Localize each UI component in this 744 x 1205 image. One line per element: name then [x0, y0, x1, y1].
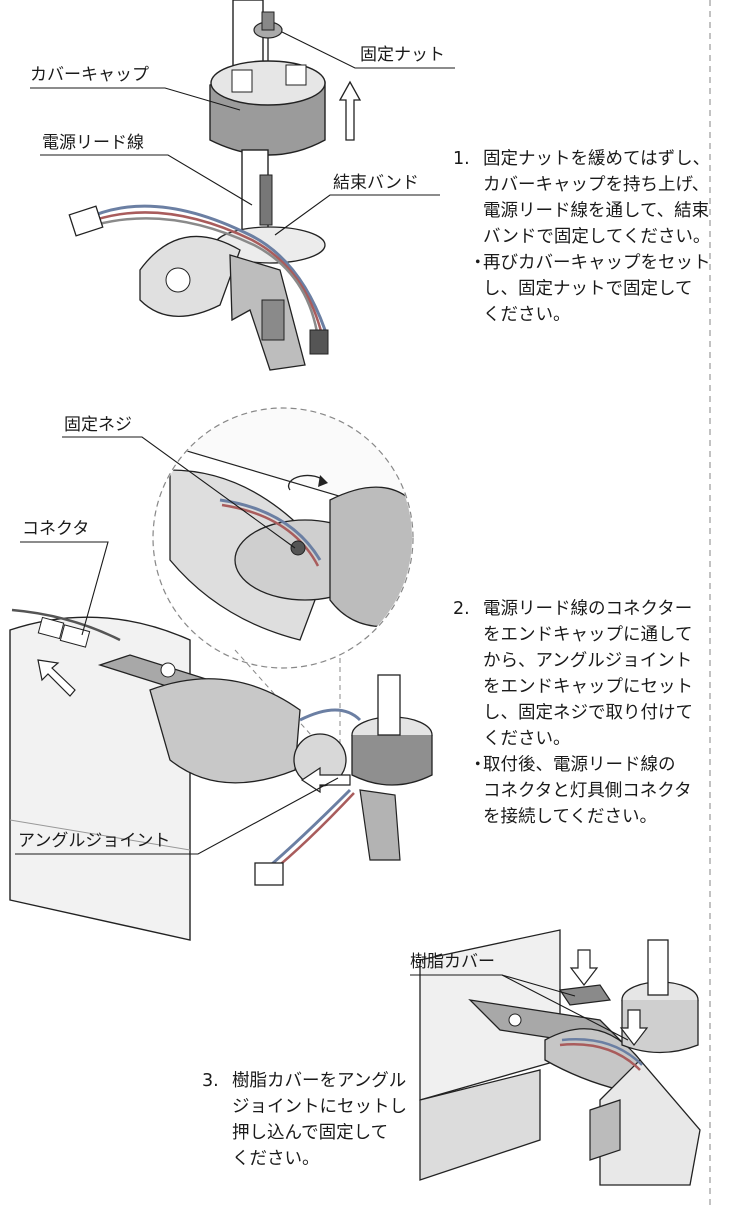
- step-2: 2. 電源リード線のコネクター をエンドキャップに通して から、アングルジョイン…: [453, 596, 693, 830]
- step-2-note-line: コネクタと灯具側コネクタ: [483, 781, 692, 801]
- step-2-note-line: を接続してください。: [483, 807, 657, 827]
- step-1-line: カバーキャップを持ち上げ、: [483, 175, 710, 195]
- step-3-line: 押し込んで固定して: [232, 1123, 389, 1143]
- figure-3-resin-cover: [419, 929, 701, 1186]
- press-arrow-icon-2: [619, 1009, 649, 1046]
- insert-arrow-icon: [300, 766, 351, 794]
- figure-3-leaders: [410, 974, 629, 1041]
- step-1-line: 電源リード線を通して、結束: [483, 201, 710, 221]
- step-1-line: バンドで固定してください。: [483, 227, 711, 247]
- step-2-line: をエンドキャップに通して: [483, 625, 693, 645]
- step-3-line: 樹脂カバーをアングル: [232, 1071, 407, 1091]
- step-2-line: から、アングルジョイント: [483, 651, 693, 671]
- callout-fixing-nut: 固定ナット: [360, 45, 445, 65]
- callout-cover-cap: カバーキャップ: [30, 65, 149, 85]
- step-2-number: 2.: [453, 599, 470, 619]
- bullet-icon: ・: [469, 755, 487, 775]
- step-1-number: 1.: [453, 149, 470, 169]
- step-1-note-line: ください。: [483, 305, 571, 325]
- callout-resin-cover: 樹脂カバー: [410, 952, 495, 972]
- step-3: 3. 樹脂カバーをアングル ジョイントにセットし 押し込んで固定して ください。: [202, 1068, 407, 1172]
- step-2-line: 電源リード線のコネクター: [483, 599, 693, 619]
- callout-fixing-screw: 固定ネジ: [64, 415, 132, 435]
- step-1: 1. 固定ナットを緩めてはずし、 カバーキャップを持ち上げ、 電源リード線を通し…: [453, 146, 711, 328]
- step-3-line: ください。: [232, 1149, 320, 1169]
- figure-2-leaders: [15, 436, 339, 855]
- up-arrow-icon: [338, 80, 362, 141]
- callout-power-lead: 電源リード線: [42, 133, 144, 153]
- step-1-note-line: 再びカバーキャップをセット: [483, 253, 711, 273]
- bullet-icon: ・: [469, 253, 487, 273]
- figure-1-cover-cap-assembly: [68, 0, 362, 371]
- figure-2-angle-joint-assembly: [9, 407, 433, 941]
- press-arrow-icon-1: [569, 949, 599, 986]
- step-2-line: ください。: [483, 729, 571, 749]
- step-2-line: し、固定ネジで取り付けて: [483, 703, 693, 723]
- callout-cable-tie: 結束バンド: [333, 173, 419, 193]
- step-1-note-line: し、固定ナットで固定して: [483, 279, 693, 299]
- step-1-line: 固定ナットを緩めてはずし、: [483, 149, 711, 169]
- callout-angle-joint: アングルジョイント: [18, 831, 170, 851]
- connector-arrow-icon: [37, 659, 76, 697]
- callout-connector: コネクタ: [22, 519, 89, 539]
- figure-1-leaders: [30, 31, 455, 236]
- step-2-note-line: 取付後、電源リード線の: [483, 755, 676, 775]
- step-2-line: をエンドキャップにセット: [483, 677, 693, 697]
- step-3-number: 3.: [202, 1071, 219, 1091]
- step-3-line: ジョイントにセットし: [232, 1097, 407, 1117]
